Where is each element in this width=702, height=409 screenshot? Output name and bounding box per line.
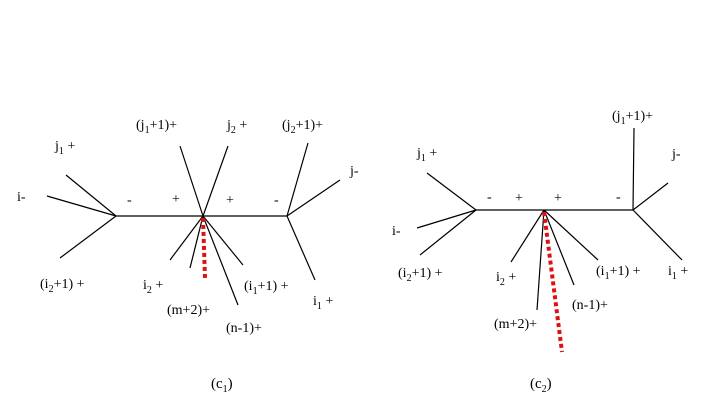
label-c2-i2p1plus: (i2+1) + — [398, 266, 443, 284]
edge-c1-j — [286, 179, 341, 217]
label-c2-jminus: j- — [671, 147, 681, 162]
sign-c2-3: + — [554, 191, 562, 206]
label-c1-mp2plus: (m+2)+ — [167, 303, 210, 318]
edge-c1-j1 — [65, 174, 117, 217]
sign-c1-4: - — [274, 193, 279, 208]
label-c1-jminus: j- — [349, 164, 359, 179]
label-c1-j2p1plus: (j2+1)+ — [282, 118, 323, 136]
edge-c1-i1p1 — [202, 215, 244, 266]
label-c1-j2plus: j2 + — [226, 118, 247, 136]
sign-c1-2: + — [172, 192, 180, 207]
edge-c1-j2p1 — [286, 142, 309, 217]
label-c1-i2plus: i2 + — [143, 278, 163, 296]
edge-c2-i2p1 — [419, 209, 477, 256]
label-c1-j1plus: j1 + — [54, 139, 75, 157]
edge-c1-i2 — [169, 215, 204, 261]
edge-c1-j1p1 — [179, 145, 204, 217]
edge-c2-j1 — [426, 172, 477, 211]
edge-c1-m — [189, 215, 204, 269]
label-c1-i1p1plus: (i1+1) + — [244, 279, 289, 297]
label-c2-mp2plus: (m+2)+ — [494, 317, 537, 332]
label-c2-iminus: i- — [392, 224, 401, 239]
edge-c2-j1p1 — [632, 127, 635, 211]
label-c1-nm1plus: (n-1)+ — [226, 321, 262, 336]
cut-line-c1 — [201, 217, 207, 279]
edge-c1-i — [46, 195, 117, 217]
caption-c1: (c1) — [211, 376, 233, 395]
diagram-c2: - + + - j1 + i- (i2+1) + i2 + (m+2)+ (n-… — [392, 109, 688, 395]
label-c2-i2plus: i2 + — [496, 270, 516, 288]
label-c2-i1plus: i1 + — [668, 264, 688, 282]
edge-c1-i1 — [286, 215, 316, 281]
label-c1-i1plus: i1 + — [313, 294, 333, 312]
edge-c2-n — [543, 209, 575, 286]
edge-c2-i1 — [632, 209, 683, 261]
label-c1-j1p1plus: (j1+1)+ — [136, 118, 177, 136]
sign-c2-2: + — [515, 191, 523, 206]
cut-line-c2 — [542, 211, 564, 353]
edge-c2-m — [536, 209, 545, 311]
sign-c2-4: - — [616, 190, 621, 205]
label-c1-iminus: i- — [17, 190, 26, 205]
edge-c2-i — [416, 209, 477, 229]
caption-c2: (c2) — [530, 376, 552, 395]
edge-c2-j — [632, 182, 669, 211]
label-c2-i1p1plus: (i1+1) + — [596, 264, 641, 282]
label-c2-j1plus: j1 + — [416, 146, 437, 164]
label-c2-nm1plus: (n-1)+ — [572, 298, 608, 313]
label-c2-j1p1plus: (j1+1)+ — [612, 109, 653, 127]
sign-c1-3: + — [226, 193, 234, 208]
edge-c1-j2 — [202, 145, 229, 217]
edge-c2-i2 — [510, 209, 545, 263]
label-c1-i2p1plus: (i2+1) + — [40, 277, 85, 295]
edge-c2-i1p1 — [543, 209, 599, 261]
edge-c1-i2p1 — [59, 215, 117, 259]
edge-c1-n — [202, 215, 239, 306]
sign-c1-1: - — [127, 193, 132, 208]
diagram-c1: - + + - j1 + i- (i2+1) + (j1+1)+ j2 + (j… — [17, 118, 359, 395]
sign-c2-1: - — [487, 190, 492, 205]
